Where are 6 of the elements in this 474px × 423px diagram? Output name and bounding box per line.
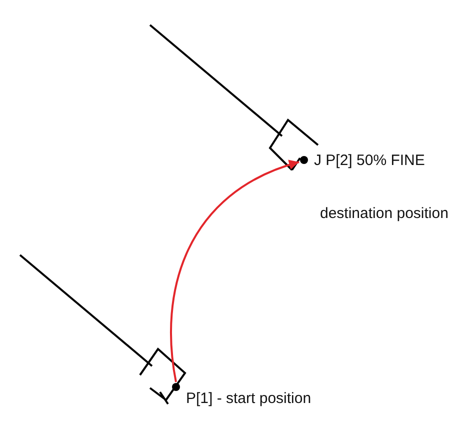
motion-arrow xyxy=(170,160,300,382)
point-dot xyxy=(300,156,308,164)
point-dot xyxy=(172,383,180,391)
point-label: P[1] - start position xyxy=(186,390,312,407)
position-label: destination position xyxy=(320,205,448,222)
point-label: J P[2] 50% FINE xyxy=(314,152,425,169)
